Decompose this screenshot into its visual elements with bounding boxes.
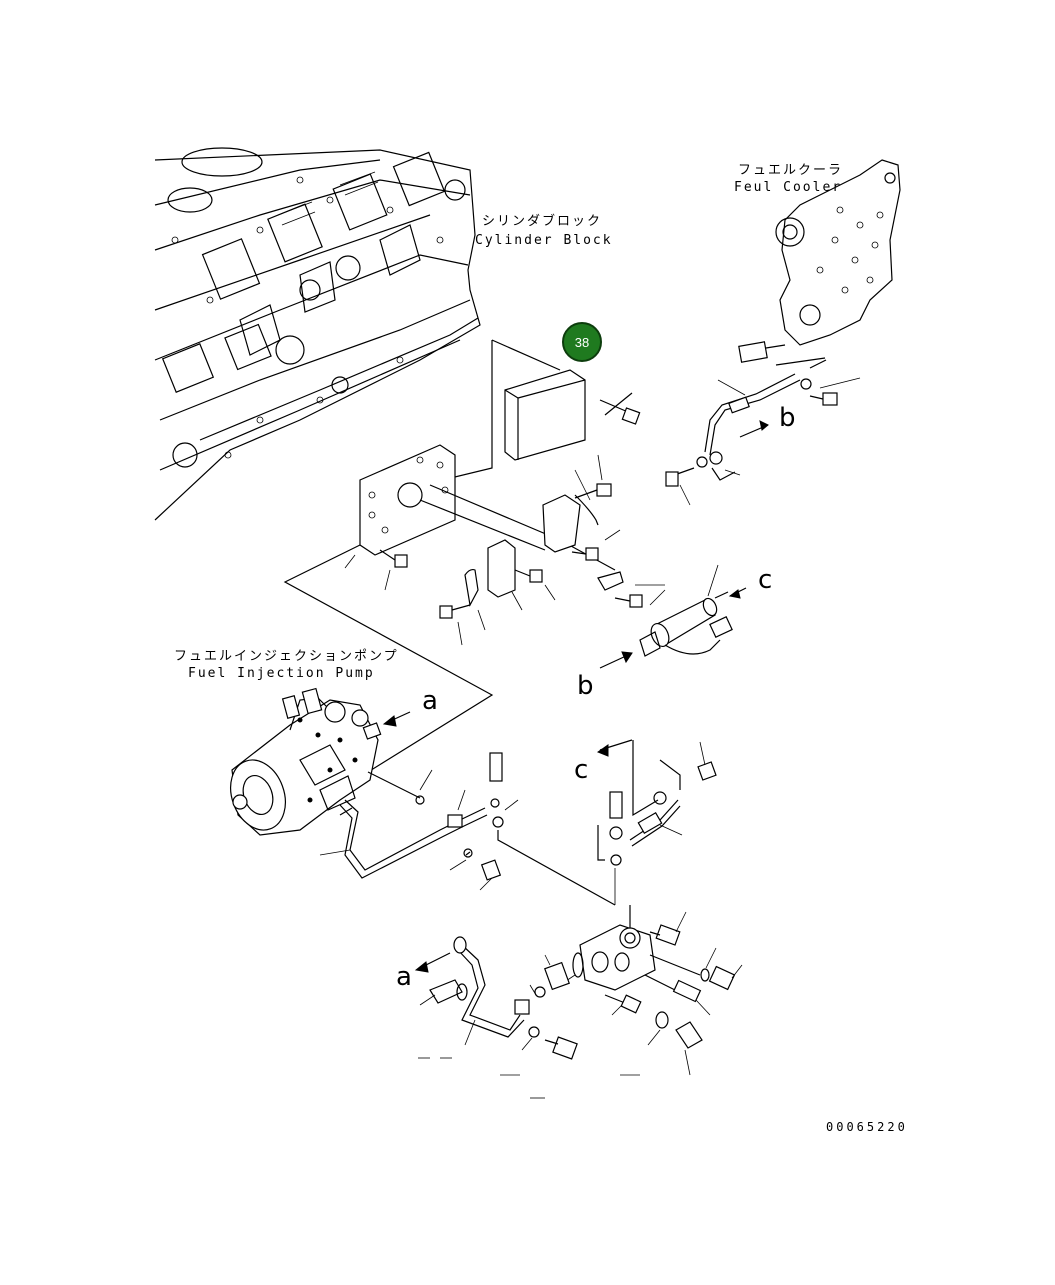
fuel-cooler bbox=[738, 159, 901, 369]
bolts-center bbox=[344, 454, 666, 646]
arrow-letter-b-pump: b bbox=[577, 671, 594, 701]
document-number: 00065220 bbox=[826, 1120, 908, 1134]
fuel-injection-pump bbox=[230, 687, 411, 836]
distribution-block bbox=[544, 905, 743, 1076]
fuel-pipe-pump bbox=[319, 752, 616, 906]
fuel-fittings-center bbox=[596, 739, 717, 905]
bracket-pair bbox=[464, 494, 624, 607]
arrow-letter-a-pipe: a bbox=[396, 962, 412, 992]
electric-pump bbox=[599, 564, 747, 669]
cropped-marks bbox=[418, 1057, 640, 1099]
arrow-letter-c-fitting: c bbox=[574, 755, 589, 785]
cylinder-block-label-en: Cylinder Block bbox=[475, 233, 613, 248]
fuel-cooler-label-jp: フュエルクーラ bbox=[738, 163, 844, 178]
fuel-pipe-a bbox=[414, 936, 578, 1060]
filter-cover bbox=[359, 339, 641, 501]
arrow-letter-c-pump: c bbox=[758, 565, 773, 595]
fuel-pump-label-en: Fuel Injection Pump bbox=[188, 666, 375, 681]
arrow-letter-a-pump: a bbox=[422, 686, 438, 716]
callout-badge-38[interactable]: 38 bbox=[562, 322, 602, 362]
arrow-letter-b-cooler: b bbox=[779, 403, 796, 433]
fuel-line-cooler bbox=[665, 373, 861, 506]
cylinder-block bbox=[154, 147, 481, 521]
cylinder-block-label-jp: シリンダブロック bbox=[482, 214, 603, 229]
fuel-pump-label-jp: フュエルインジェクションポンプ bbox=[174, 649, 399, 664]
fuel-cooler-label-en: Feul Cooler bbox=[734, 180, 843, 195]
